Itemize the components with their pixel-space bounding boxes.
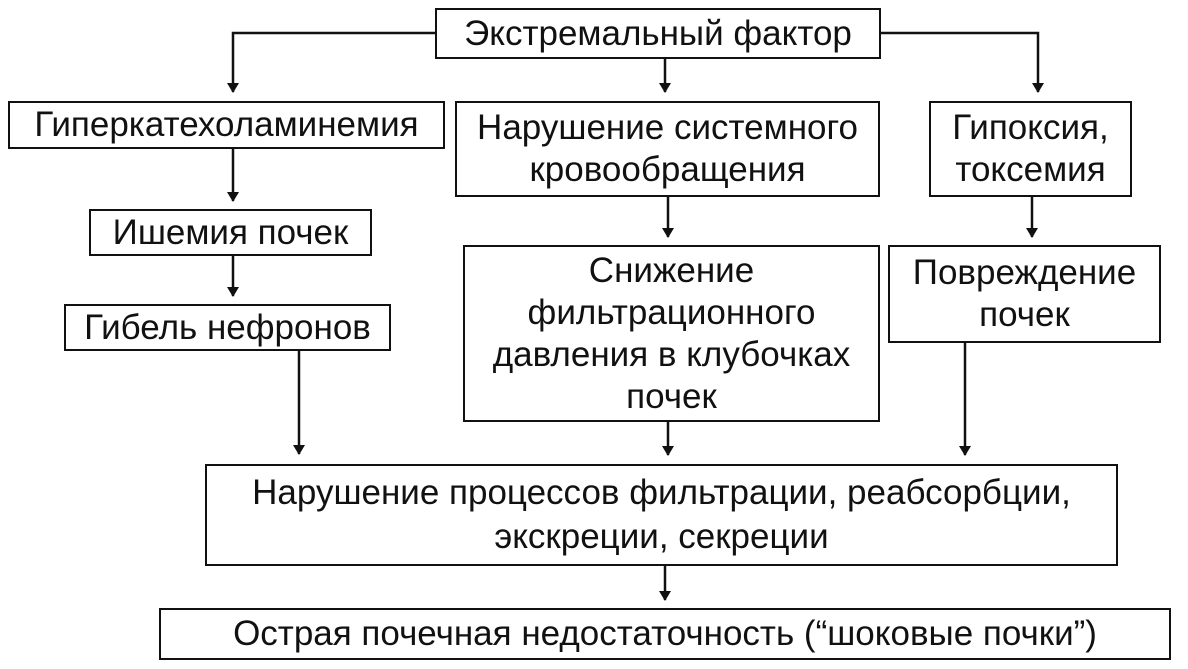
root-label: Экстремальный фактор [464, 13, 852, 53]
middle-step1-line1: Нарушение системного [477, 108, 858, 147]
left-step1-box: Гиперкатехоламинемия [8, 101, 445, 149]
middle-step1-box: Нарушение системного кровообращения [455, 101, 880, 197]
middle-step2-line2: фильтрационного [527, 292, 816, 332]
right-step1-line1: Гипоксия, [952, 108, 1109, 147]
left-step3-box: Гибель нефронов [64, 304, 391, 351]
right-step1-text: Гипоксия, токсемия [952, 107, 1108, 191]
outcome-box: Острая почечная недостаточность (“шоковы… [159, 608, 1171, 660]
middle-step2-line4: почек [626, 376, 717, 416]
right-step2-line2: почек [979, 295, 1070, 334]
outcome-label: Острая почечная недостаточность (“шоковы… [233, 614, 1097, 653]
right-step2-text: Повреждение почек [913, 252, 1136, 336]
middle-step2-text: Снижение фильтрационного давления в клуб… [493, 250, 851, 418]
left-step2-box: Ишемия почек [89, 209, 372, 256]
middle-step1-line2: кровообращения [529, 150, 806, 189]
middle-step2-box: Снижение фильтрационного давления в клуб… [463, 245, 880, 422]
root-box: Экстремальный фактор [435, 8, 881, 59]
convergence-line2: экскреции, секреции [494, 517, 829, 556]
right-step1-line2: токсемия [955, 150, 1106, 189]
left-step3-label: Гибель нефронов [84, 307, 371, 347]
left-step1-label: Гиперкатехоламинемия [34, 105, 419, 144]
middle-step2-line3: давления в клубочках [492, 334, 851, 374]
middle-step1-text: Нарушение системного кровообращения [477, 107, 858, 191]
convergence-text: Нарушение процессов фильтрации, реабсорб… [252, 471, 1071, 559]
right-step1-box: Гипоксия, токсемия [929, 101, 1132, 197]
convergence-line1: Нарушение процессов фильтрации, реабсорб… [252, 473, 1071, 512]
right-step2-box: Повреждение почек [888, 245, 1161, 343]
convergence-box: Нарушение процессов фильтрации, реабсорб… [205, 464, 1118, 566]
right-step2-line1: Повреждение [912, 253, 1137, 292]
arrow-root-to-right [880, 31, 1044, 93]
left-step2-label: Ишемия почек [112, 212, 349, 252]
arrow-root-to-left [227, 31, 435, 93]
middle-step2-line1: Снижение [588, 250, 755, 290]
